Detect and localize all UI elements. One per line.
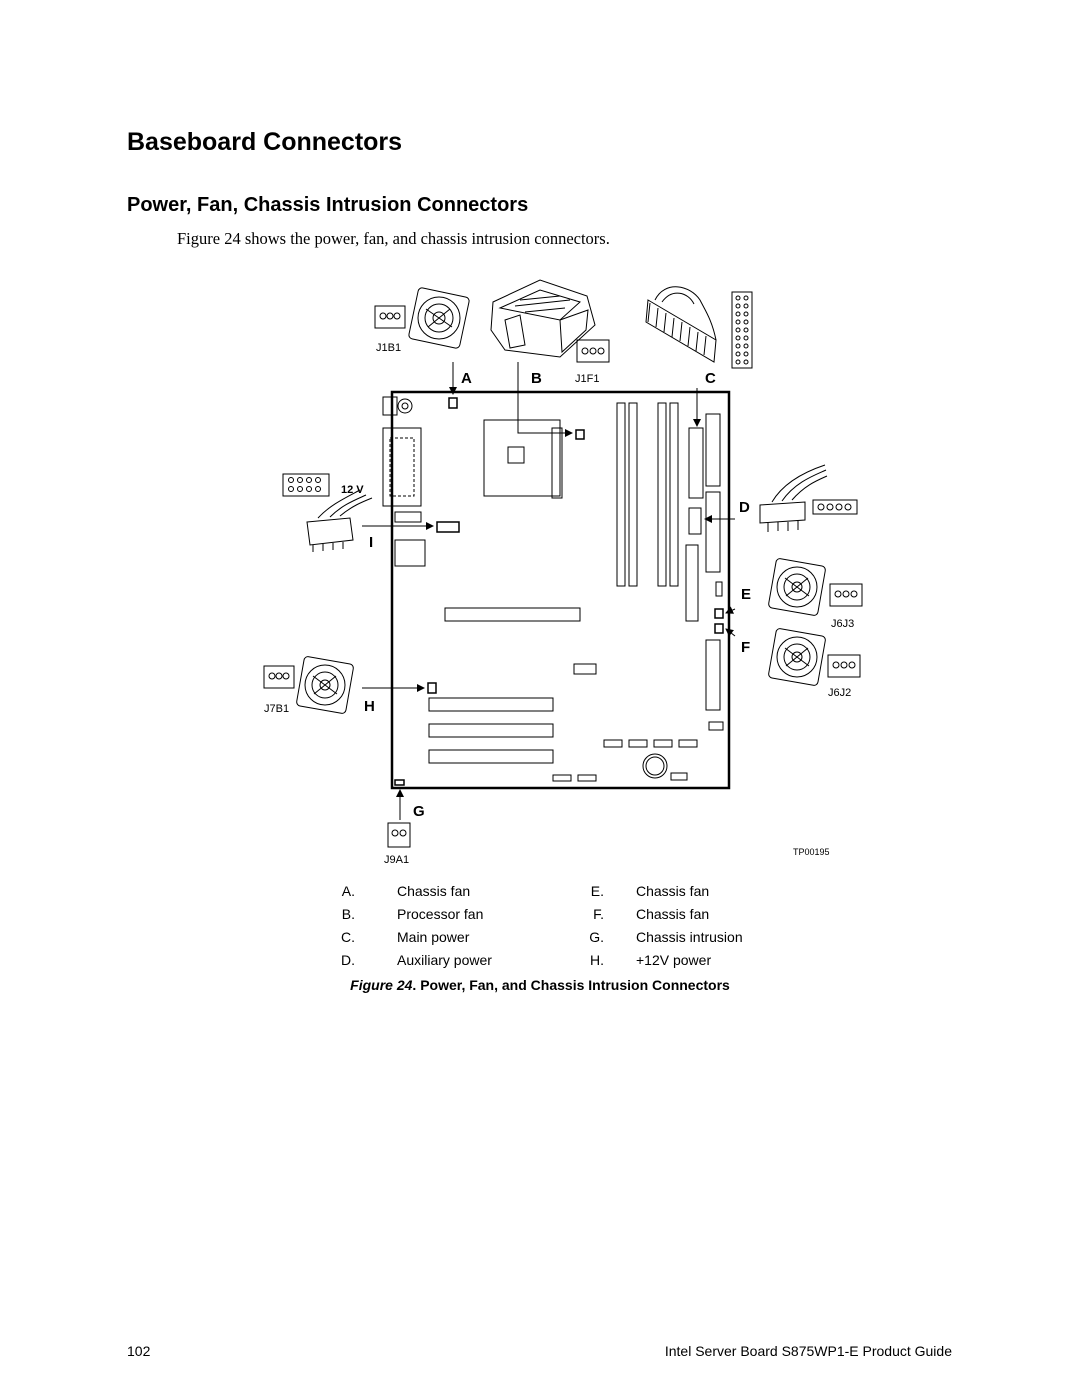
twelve-v-header	[436, 521, 460, 533]
legend-value: Chassis intrusion	[636, 929, 743, 945]
chassis-fan-e-icon	[768, 558, 826, 616]
j6j3-header	[714, 608, 724, 619]
legend-key: F.	[593, 906, 604, 922]
legend-value: Chassis fan	[397, 883, 471, 899]
connector-diagram: J1B1 J1F1 J6J3 J6J2 J7B1 J9A1 12 V TP001…	[263, 279, 863, 866]
legend-key: A.	[341, 883, 355, 899]
legend-key: C.	[341, 929, 355, 945]
figure-caption: Figure 24. Power, Fan, and Chassis Intru…	[0, 977, 1080, 993]
j7b1-plug-icon	[263, 665, 295, 689]
legend-value: Chassis fan	[636, 906, 710, 922]
callout-h: H	[364, 698, 375, 715]
legend-key: H.	[590, 952, 604, 968]
callout-d: D	[739, 499, 750, 516]
main-power-header-icon	[731, 291, 753, 369]
j9a1-header	[394, 779, 405, 786]
section-title: Baseboard Connectors	[127, 128, 403, 156]
page-number: 102	[127, 1343, 151, 1359]
chassis-fan-a-icon	[408, 287, 470, 349]
legend-key: D.	[341, 952, 355, 968]
j6j2-header	[714, 623, 724, 634]
subsection-title: Power, Fan, Chassis Intrusion Connectors	[127, 194, 529, 216]
legend-key: B.	[341, 906, 355, 922]
processor-fan-icon	[490, 279, 596, 358]
figure-caption-text: . Power, Fan, and Chassis Intrusion Conn…	[412, 977, 730, 993]
callout-i: I	[369, 534, 373, 551]
j1f1-header	[575, 429, 585, 440]
aux-power-cable-icon	[759, 464, 828, 532]
legend-value: Auxiliary power	[397, 952, 492, 968]
callout-f: F	[741, 639, 750, 656]
legend-value: Main power	[397, 929, 470, 945]
j1b1-header	[448, 397, 458, 409]
main-power-cable-icon	[645, 286, 717, 363]
plus12v-fan-icon	[296, 656, 354, 714]
label-j6j3: J6J3	[831, 618, 854, 630]
j1f1-plug-icon	[576, 339, 610, 363]
intro-paragraph: Figure 24 shows the power, fan, and chas…	[177, 229, 610, 248]
label-twelve-v: 12 V	[341, 484, 364, 496]
callout-b: B	[531, 370, 542, 387]
callout-a: A	[461, 370, 472, 387]
callout-c: C	[705, 370, 716, 387]
j6j2-plug-icon	[827, 654, 861, 678]
label-j7b1: J7B1	[264, 703, 289, 715]
j1b1-plug-icon	[374, 305, 406, 329]
label-j9a1: J9A1	[384, 854, 409, 866]
j7b1-header	[427, 682, 437, 694]
art-id: TP00195	[793, 847, 830, 857]
figure-label: Figure 24	[350, 977, 413, 993]
aux-power-header-icon	[812, 499, 858, 515]
legend-value: Processor fan	[397, 906, 484, 922]
callout-g: G	[413, 803, 425, 820]
legend-key: G.	[589, 929, 604, 945]
footer-doc-title: Intel Server Board S875WP1-E Product Gui…	[664, 1343, 952, 1359]
legend-key: E.	[590, 883, 604, 899]
j6j3-plug-icon	[829, 583, 863, 607]
chassis-fan-f-icon	[768, 628, 826, 686]
label-j1b1: J1B1	[376, 342, 401, 354]
label-j1f1: J1F1	[575, 373, 599, 385]
baseboard-outline	[390, 390, 731, 790]
chassis-intrusion-plug-icon	[387, 822, 411, 848]
callout-e: E	[741, 586, 751, 603]
legend-value: Chassis fan	[636, 883, 710, 899]
twelve-v-header-icon	[282, 473, 330, 497]
twelve-v-cable-icon	[306, 489, 373, 552]
legend-value: +12V power	[636, 952, 712, 968]
label-j6j2: J6J2	[828, 687, 851, 699]
